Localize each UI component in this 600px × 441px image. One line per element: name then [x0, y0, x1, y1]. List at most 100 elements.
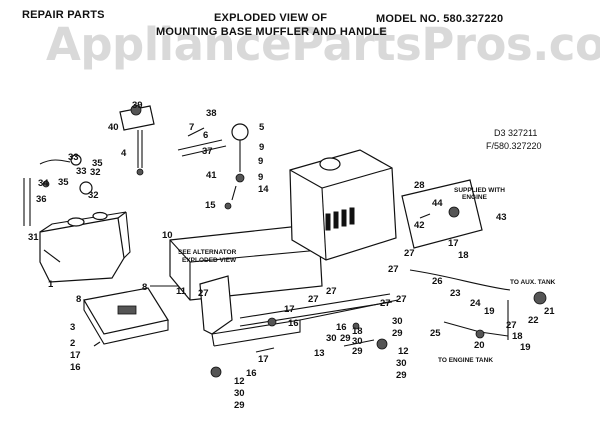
part-12-b: 12 — [234, 376, 245, 387]
part-16: 16 — [70, 362, 81, 373]
part-13: 13 — [314, 348, 325, 359]
part-33: 33 — [68, 152, 79, 163]
part-11: 11 — [176, 286, 187, 297]
part-29-d: 29 — [396, 370, 407, 381]
part-6: 6 — [203, 130, 208, 141]
frame-rails — [199, 275, 399, 347]
part-27-g: 27 — [388, 264, 399, 275]
part-8-b: 8 — [142, 282, 147, 293]
mounting-base — [83, 285, 180, 345]
part-29-a: 29 — [340, 333, 351, 344]
part-27-f: 27 — [404, 248, 415, 259]
supplied-note-line1: SUPPLIED WITH — [454, 187, 505, 194]
part-12-a: 12 — [398, 346, 409, 357]
part-20: 20 — [474, 340, 485, 351]
part-27-c: 27 — [326, 286, 337, 297]
part-35: 35 — [58, 177, 69, 188]
part-36: 36 — [36, 194, 47, 205]
reference-code: D3 327211 — [494, 128, 538, 138]
part-30-e: 30 — [234, 388, 245, 399]
part-19-b: 19 — [520, 342, 531, 353]
part-32-upper: 32 — [90, 167, 101, 178]
part-43: 43 — [496, 212, 507, 223]
model-number: MODEL NO. 580.327220 — [376, 13, 504, 25]
fuel-tank — [39, 211, 131, 283]
part-44: 44 — [432, 198, 443, 209]
part-4: 4 — [121, 148, 127, 159]
part-19-a: 19 — [484, 306, 495, 317]
part-27: 27 — [198, 288, 209, 299]
part-26: 26 — [432, 276, 443, 287]
reference-model: F/580.327220 — [486, 141, 542, 151]
part-27-e: 27 — [396, 294, 407, 305]
part-9-lower: 9 — [258, 172, 263, 183]
part-40: 40 — [108, 122, 119, 133]
fuel-cap-and-hose — [23, 154, 93, 226]
wheels-and-hardware — [93, 317, 388, 378]
part-27-b: 27 — [308, 294, 319, 305]
part-29-e: 29 — [234, 400, 245, 411]
part-17-low: 17 — [258, 354, 269, 365]
part-42: 42 — [414, 220, 425, 231]
part-3: 3 — [70, 322, 75, 333]
part-18-b: 18 — [352, 326, 363, 337]
part-39: 39 — [132, 100, 143, 111]
part-5: 5 — [259, 122, 265, 133]
part-17-mid: 17 — [284, 304, 295, 315]
part-16-mid: 16 — [288, 318, 299, 329]
part-34: 34 — [38, 178, 49, 189]
part-27-d: 27 — [380, 298, 391, 309]
engine-block — [289, 149, 397, 261]
part-27-h: 27 — [506, 320, 517, 331]
part-10: 10 — [162, 230, 173, 241]
part-17-right: 17 — [448, 238, 459, 249]
part-30-c: 30 — [352, 336, 363, 347]
repair-parts-label: REPAIR PARTS — [22, 9, 105, 21]
part-22: 22 — [528, 315, 539, 326]
part-15: 15 — [205, 200, 216, 211]
fuel-selector-panel — [401, 179, 483, 249]
part-7: 7 — [189, 122, 194, 133]
alternator-note-line1: SEE ALTERNATOR — [178, 249, 237, 256]
part-29-b: 29 — [352, 346, 363, 357]
part-33-lower: 33 — [76, 166, 87, 177]
part-18: 18 — [458, 250, 469, 261]
part-28: 28 — [414, 180, 425, 191]
part-18-c: 18 — [512, 331, 523, 342]
part-41: 41 — [206, 170, 217, 181]
aux-tank-note: TO AUX. TANK — [510, 279, 556, 286]
watermark: AppliancePartsPros.com — [46, 18, 600, 71]
part-37: 37 — [202, 146, 213, 157]
muffler-bracket — [119, 104, 155, 176]
part-21: 21 — [544, 306, 555, 317]
part-17: 17 — [70, 350, 81, 361]
part-16-low: 16 — [246, 368, 257, 379]
part-9-upper: 9 — [259, 142, 264, 153]
alternator-note-line2: EXPLODED VIEW — [182, 257, 237, 264]
part-32: 32 — [88, 190, 99, 201]
part-31: 31 — [28, 232, 39, 243]
part-25: 25 — [430, 328, 441, 339]
part-1: 1 — [48, 279, 54, 290]
engine-tank-note: TO ENGINE TANK — [438, 357, 493, 364]
part-9: 9 — [258, 156, 263, 167]
part-24: 24 — [470, 298, 481, 309]
part-14: 14 — [258, 184, 269, 195]
part-30-d: 30 — [396, 358, 407, 369]
diagram-title-line1: EXPLODED VIEW OF — [214, 12, 328, 24]
part-8: 8 — [76, 294, 81, 305]
diagram-title-line2: MOUNTING BASE MUFFLER AND HANDLE — [156, 26, 387, 38]
part-38: 38 — [206, 108, 217, 119]
handle-assembly — [177, 123, 249, 210]
part-30-b: 30 — [326, 333, 337, 344]
part-23: 23 — [450, 288, 461, 299]
part-29-c: 29 — [392, 328, 403, 339]
part-2: 2 — [70, 338, 75, 349]
supplied-note-line2: ENGINE — [462, 194, 488, 201]
part-16-b: 16 — [336, 322, 347, 333]
part-30-a: 30 — [392, 316, 403, 327]
part-35-upper: 35 — [92, 158, 103, 169]
fuel-lines — [409, 269, 547, 340]
